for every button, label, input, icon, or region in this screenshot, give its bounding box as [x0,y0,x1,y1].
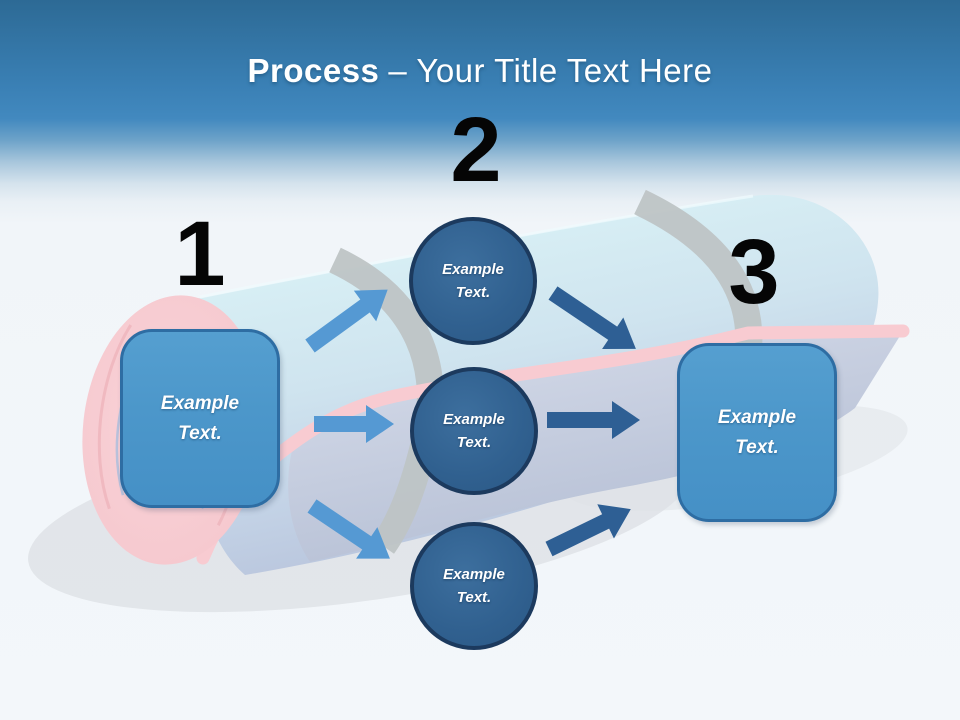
circle-middle-line1: Example [443,410,505,428]
slide-title: Process– Your Title Text Here [0,52,960,90]
end-box-line1: Example [717,407,797,429]
arrow-light-bottom [307,499,390,559]
arrow-dark-top [548,286,636,350]
start-box: Example Text. [120,329,280,508]
step-number-2: 2 [450,99,502,201]
circle-bottom: Example Text. [410,522,538,650]
end-box-line2: Text. [735,436,779,458]
circle-top-line2: Text. [455,284,491,301]
start-box-line1: Example [160,393,240,415]
arrow-light-top [305,289,388,353]
circle-top-line1: Example [442,260,504,278]
slide-title-rest: – Your Title Text Here [388,52,713,89]
end-box: Example Text. [677,343,837,522]
circle-middle: Example Text. [410,367,538,495]
arrow-dark-bottom [545,504,631,557]
step-number-1: 1 [174,203,226,305]
circle-bottom-line1: Example [443,565,505,583]
arrow-dark-middle [547,401,640,439]
circle-bottom-line2: Text. [456,589,492,606]
start-box-line2: Text. [178,422,222,444]
slide-title-emphasis: Process [247,52,380,89]
step-number-3: 3 [728,221,780,323]
circle-top: Example Text. [409,217,537,345]
circle-middle-line2: Text. [456,434,492,451]
arrow-light-middle [314,405,394,443]
